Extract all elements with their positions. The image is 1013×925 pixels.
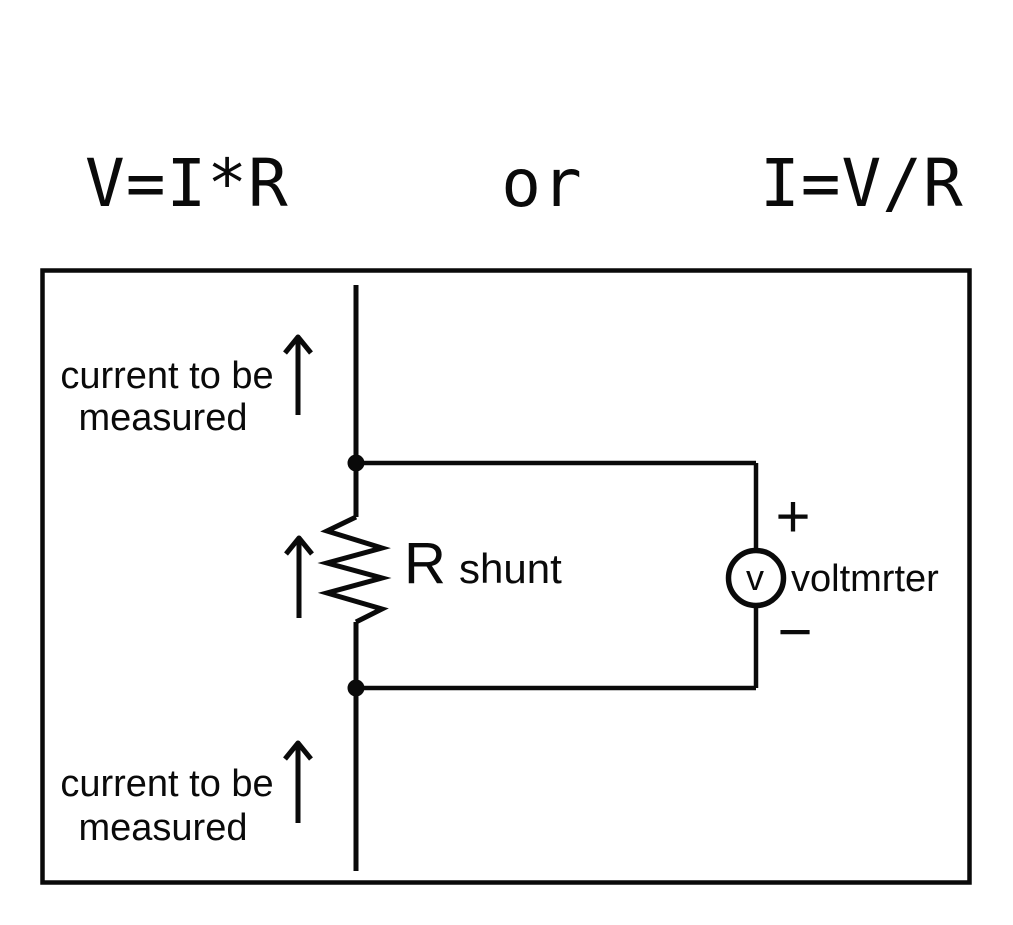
resistor-symbol: R — [404, 531, 446, 596]
minus-sign: − — [777, 598, 812, 665]
ohms-law-formula: V=I*R — [85, 145, 289, 222]
voltmeter-dial-letter: v — [746, 557, 764, 598]
voltmeter-label: voltmrter — [791, 558, 939, 600]
top-current-label-line1: current to be — [60, 355, 273, 397]
circuit-boundary-box — [40, 268, 972, 885]
current-formula: I=V/R — [760, 145, 964, 222]
junction-dot-top — [347, 454, 365, 472]
current-direction-arrow-bottom-icon — [283, 740, 313, 823]
current-direction-arrow-resistor-icon — [284, 535, 314, 618]
bottom-current-label-line2: measured — [79, 807, 248, 849]
shunt-resistor-zigzag — [317, 514, 392, 625]
resistor-subscript: shunt — [459, 545, 562, 592]
current-direction-arrow-top-icon — [283, 334, 313, 415]
bottom-current-label-line1: current to be — [60, 763, 273, 805]
junction-dot-bottom — [347, 679, 365, 697]
formula-conjunction: or — [501, 145, 582, 222]
plus-sign: + — [775, 483, 810, 550]
voltmeter-circle-icon — [725, 547, 787, 609]
top-current-label-line2: measured — [79, 397, 248, 439]
